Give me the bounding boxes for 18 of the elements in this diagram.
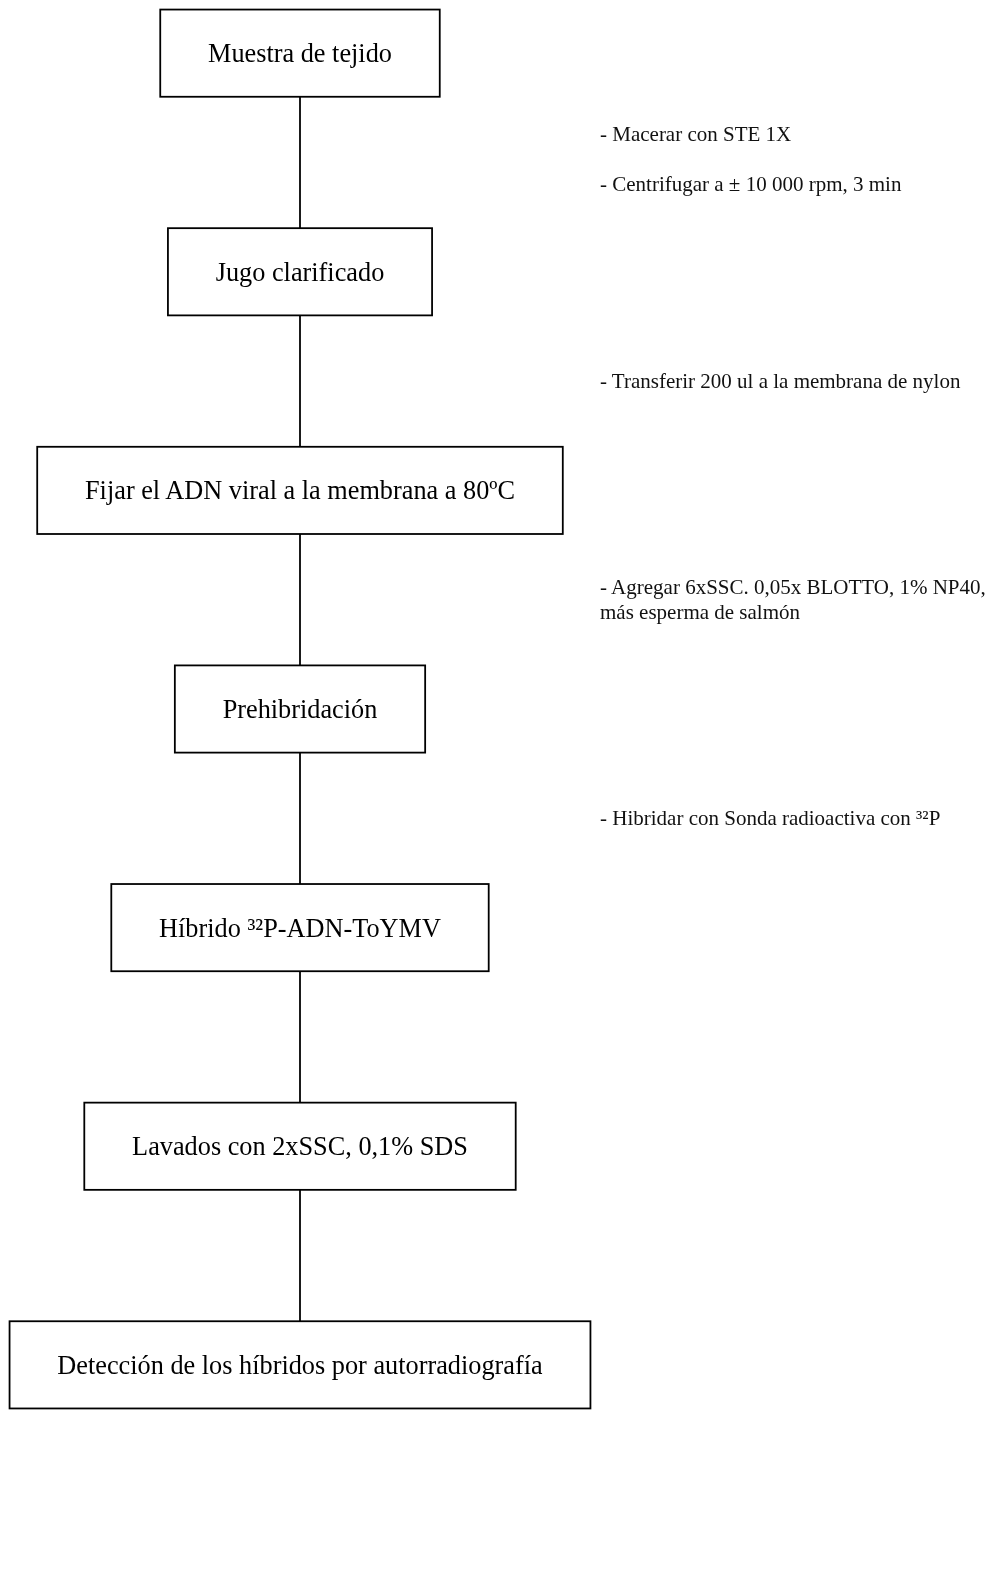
step-note: - Agregar 6xSSC. 0,05x BLOTTO, 1% NP40, más esperma de salmón (600, 574, 987, 625)
step-note: - Transferir 200 ul a la membrana de nylon (600, 369, 962, 395)
connector (299, 751, 301, 885)
connector (299, 314, 301, 448)
connector (299, 95, 301, 230)
node-box: Jugo clarificado (167, 227, 433, 317)
connector (299, 970, 301, 1104)
connector (299, 533, 301, 667)
node-box: Prehibridación (173, 664, 427, 754)
step-note: - Macerar con STE 1X (600, 122, 793, 148)
connector (299, 1188, 301, 1323)
node-box: Fijar el ADN viral a la membrana a 80ºC (36, 445, 564, 535)
step-note: - Centrifugar a ± 10 000 rpm, 3 min (600, 172, 903, 198)
node-box: Detección de los híbridos por autorradiografía (8, 1320, 592, 1410)
node-box: Híbrido ³²P-ADN-ToYMV (110, 883, 490, 973)
step-note: - Hibridar con Sonda radioactiva con ³²P (600, 806, 942, 832)
node-box: Lavados con 2xSSC, 0,1% SDS (83, 1101, 517, 1191)
node-box: Muestra de tejido (159, 8, 441, 98)
